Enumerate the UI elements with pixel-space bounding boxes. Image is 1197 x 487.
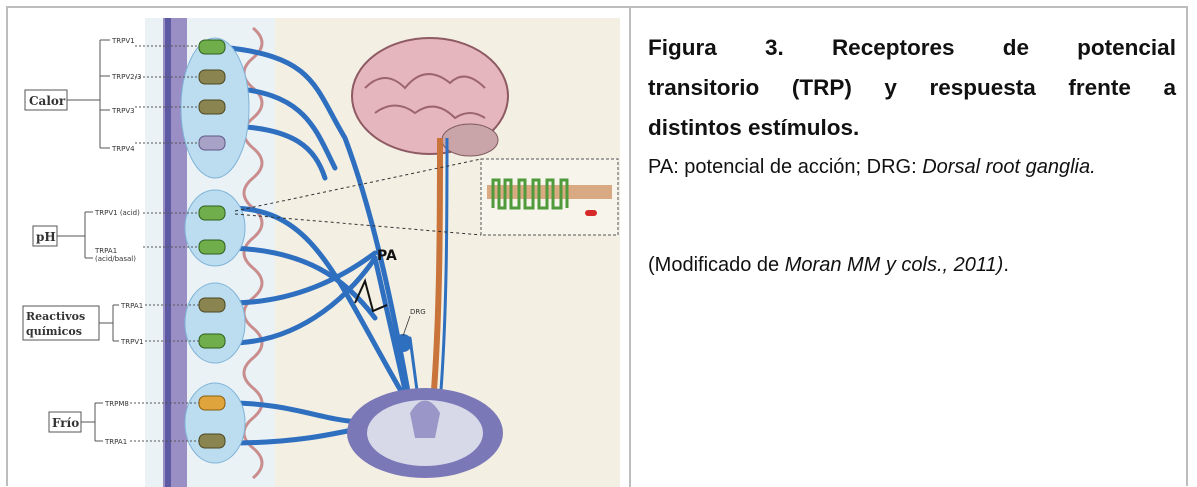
svg-text:(acid/basal): (acid/basal) <box>95 255 136 263</box>
channel-labels-frio: TRPM8 TRPA1 <box>104 400 199 446</box>
channel-labels-ph: TRPV1 (acid) TRPA1 (acid/basal) <box>94 209 199 263</box>
svg-text:TRPM8: TRPM8 <box>104 400 129 408</box>
caption-title-word: potencial <box>1077 35 1176 60</box>
svg-text:Frío: Frío <box>52 416 79 430</box>
action-potential-trace <box>354 278 388 313</box>
svg-text:TRPV1 (acid): TRPV1 (acid) <box>94 209 140 217</box>
svg-text:TRPV2/3: TRPV2/3 <box>111 73 141 81</box>
svg-text:pH: pH <box>36 230 56 244</box>
column-divider <box>629 6 631 487</box>
drg-ganglion <box>394 334 412 352</box>
group-label-frio: Frío <box>48 402 103 442</box>
figure-caption: Figura 3. Receptores de potencial transi… <box>648 28 1176 281</box>
drg-label: DRG <box>410 308 426 316</box>
svg-text:TRPA1: TRPA1 <box>94 247 117 255</box>
svg-text:químicos: químicos <box>26 325 82 338</box>
channel-labels-reactivos: TRPA1 TRPV1 <box>120 302 199 346</box>
caption-source: (Modificado de Moran MM y cols., 2011). <box>648 254 1009 276</box>
document-frame <box>6 6 1188 486</box>
svg-text:TRPA1: TRPA1 <box>120 302 143 310</box>
group-label-calor: Calor <box>24 39 110 149</box>
caption-title-line-3: distintos estímulos. <box>648 115 860 140</box>
group-label-ph: pH <box>32 211 93 259</box>
caption-abbreviation-term: Dorsal root ganglia <box>922 156 1091 178</box>
svg-text:TRPV4: TRPV4 <box>111 145 135 153</box>
caption-title-line-2: transitorio (TRP) y respuesta frente a <box>648 75 1176 100</box>
caption-source-citation: Moran MM y cols., 2011) <box>784 254 1004 276</box>
caption-title-word: de <box>1002 35 1029 60</box>
channel-labels-calor: TRPV1 TRPV2/3 TRPV3 TRPV4 <box>111 37 199 153</box>
svg-text:TRPV3: TRPV3 <box>111 107 135 115</box>
svg-text:TRPV1: TRPV1 <box>120 338 144 346</box>
channel-structure-inset <box>234 158 619 236</box>
caption-title-word: 3. <box>764 35 784 60</box>
svg-text:TRPV1: TRPV1 <box>111 37 135 45</box>
trp-receptors-figure: DRG PA Calor pH Reactivos químicos Frío … <box>22 18 620 487</box>
svg-text:Calor: Calor <box>29 94 66 108</box>
svg-text:TRPA1: TRPA1 <box>104 438 127 446</box>
pa-label: PA <box>377 248 397 264</box>
caption-title: Figura 3. Receptores de potencial <box>648 28 1176 68</box>
group-label-reactivos: Reactivos químicos <box>22 304 119 342</box>
brain-illustration <box>351 37 509 404</box>
svg-text:Reactivos: Reactivos <box>26 310 85 323</box>
caption-title-word: Receptores <box>831 35 955 60</box>
caption-abbreviations: PA: potencial de acción; DRG: Dorsal roo… <box>648 156 1096 178</box>
spinal-cord-section <box>347 388 503 478</box>
caption-title-word: Figura <box>648 35 717 60</box>
